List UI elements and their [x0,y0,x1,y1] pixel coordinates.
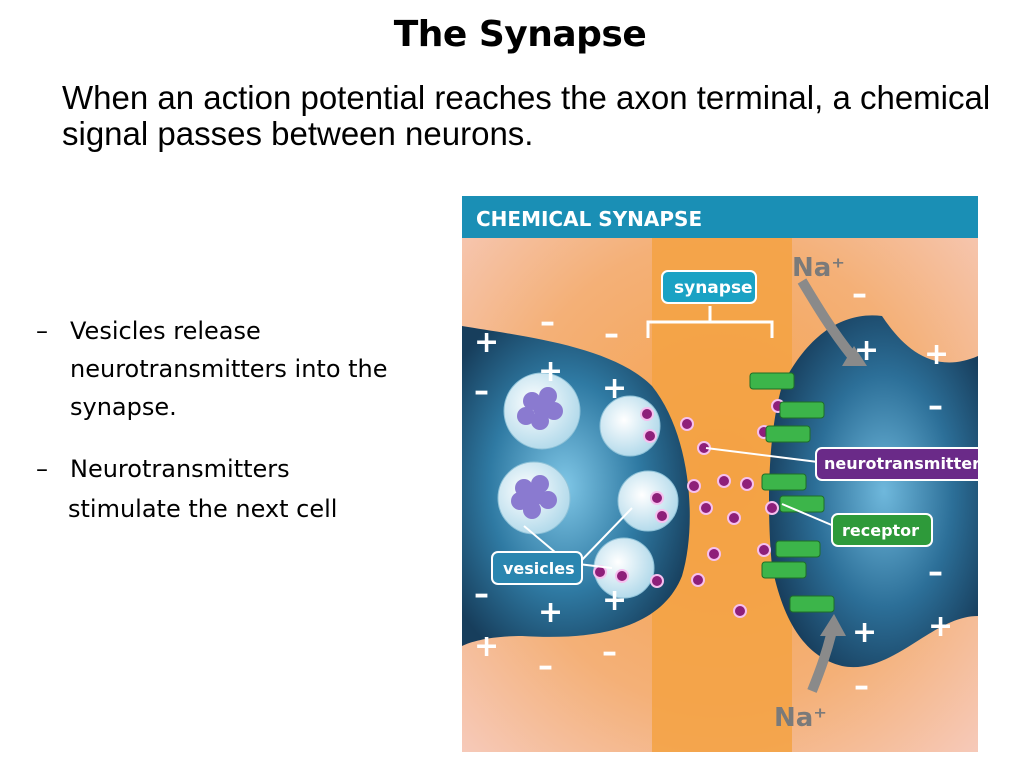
diagram-header-bar [462,196,978,238]
slide-subtitle: When an action potential reaches the axo… [62,79,991,152]
svg-text:+: + [924,337,949,372]
svg-text:–: – [474,374,489,409]
neurotransmitter-label-box [815,447,978,481]
receptor-label-box [831,513,933,547]
svg-text:–: – [602,635,617,670]
svg-text:–: – [928,555,943,590]
synapse-label-box [661,270,757,304]
svg-text:–: – [854,669,869,704]
synapse-diagram: CHEMICAL SYNAPSE [462,196,978,752]
na-label-top: Na⁺ [792,253,845,283]
svg-text:+: + [854,333,879,368]
bullet-text: Neurotransmitters [70,455,290,483]
bullet-text: Vesicles release neurotransmitters into … [70,317,388,421]
na-arrow-bottom-head [820,614,846,636]
synapse-label: synapse [674,278,753,298]
bullet-continuation: stimulate the next cell [68,495,338,523]
svg-text:–: – [928,389,943,424]
svg-text:–: – [604,317,619,352]
svg-text:+: + [928,609,953,644]
bullet-item: – Vesicles release neurotransmitters int… [36,312,456,426]
na-label-bottom: Na⁺ [774,703,827,733]
svg-text:–: – [474,577,489,612]
svg-text:+: + [538,595,563,630]
na-arrow-top-head [842,346,867,366]
vesicles-label: vesicles [503,559,575,578]
svg-text:+: + [474,325,499,360]
bullet-item: – Neurotransmitters [36,450,456,488]
neurotransmitter-label: neurotransmitter [824,454,978,473]
receptor-label: receptor [842,521,919,540]
bullet-dash: – [36,455,48,483]
vesicles-label-box [491,551,583,585]
bullet-list: – Vesicles release neurotransmitters int… [36,312,456,528]
svg-text:–: – [538,649,553,684]
svg-text:+: + [474,629,499,664]
svg-text:+: + [538,354,563,389]
neurotransmitter-dots [593,399,785,618]
svg-text:+: + [602,371,627,406]
svg-text:–: – [852,277,867,312]
charge-signs: + – – – + + – + + + – – – + + – – + + – [474,277,953,704]
svg-text:+: + [602,583,627,618]
diagram-header: CHEMICAL SYNAPSE [476,207,702,231]
bullet-dash: – [36,317,48,345]
slide-title: The Synapse [393,14,647,55]
leader-lines [523,447,835,569]
na-arrow-top [797,278,856,360]
svg-text:–: – [540,305,555,340]
synapse-bracket [646,306,774,338]
svg-text:+: + [852,615,877,650]
